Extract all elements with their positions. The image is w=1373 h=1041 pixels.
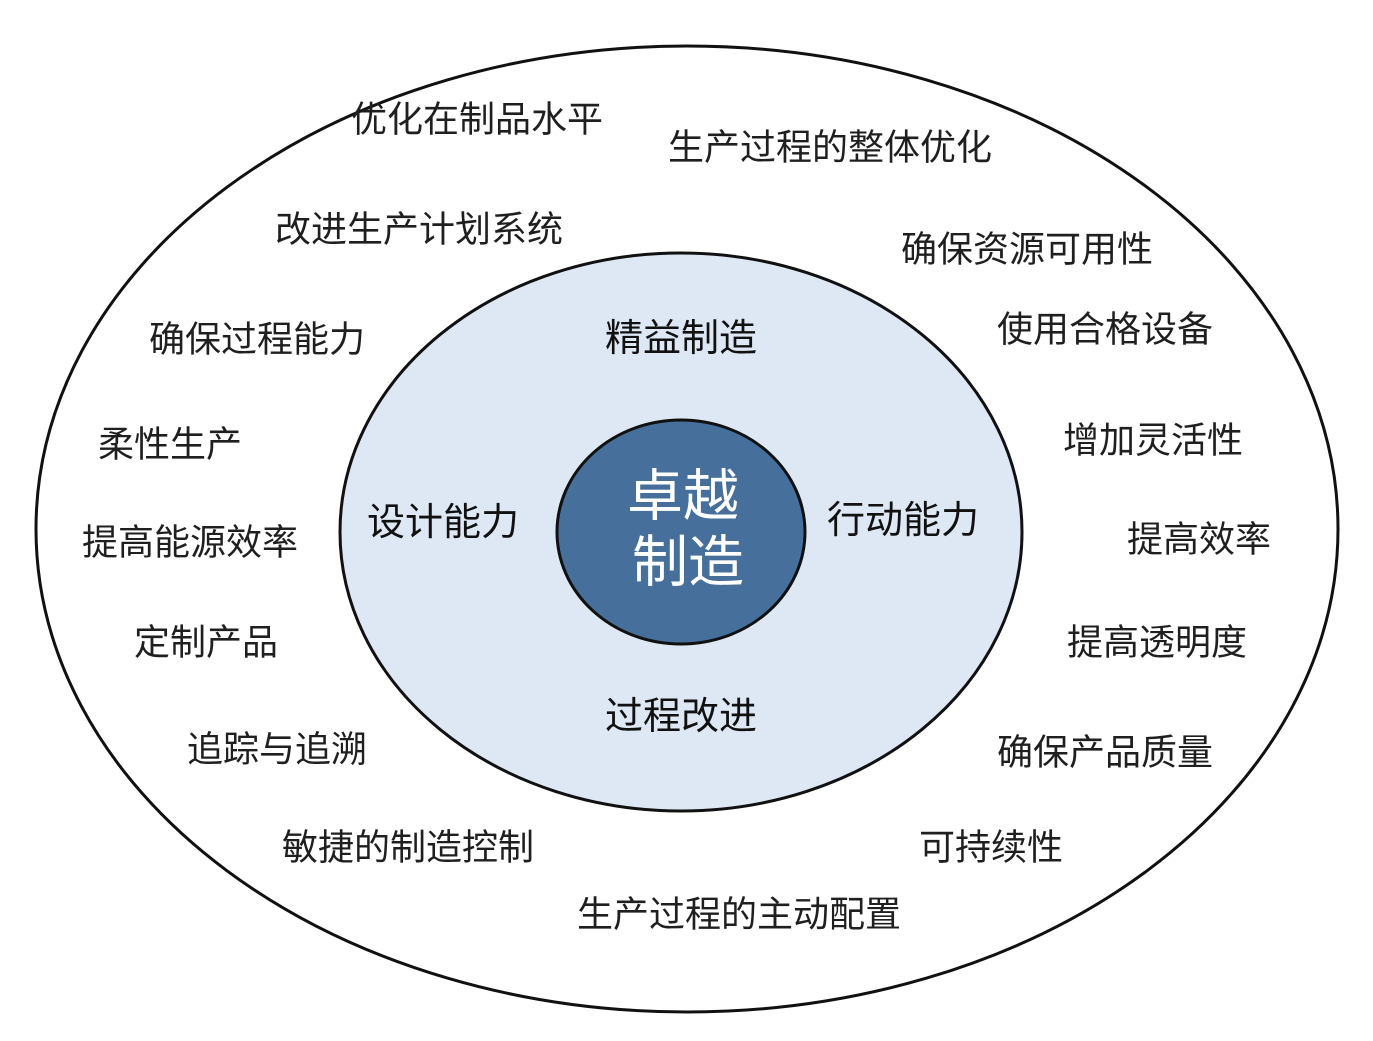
ring-label-left: 设计能力 — [367, 500, 519, 544]
outer-label: 柔性生产 — [98, 425, 242, 466]
outer-label: 优化在制品水平 — [351, 100, 603, 141]
outer-label: 使用合格设备 — [997, 310, 1213, 351]
outer-label: 可持续性 — [919, 828, 1063, 869]
ring-label-top: 精益制造 — [605, 316, 757, 360]
outer-label: 改进生产计划系统 — [275, 210, 563, 251]
outer-label: 确保过程能力 — [149, 320, 365, 361]
outer-label: 定制产品 — [134, 623, 278, 664]
outer-label: 生产过程的整体优化 — [668, 128, 992, 169]
core-label-line-2: 制造 — [632, 531, 744, 596]
outer-label: 提高透明度 — [1067, 623, 1247, 664]
ring-label-right: 行动能力 — [827, 498, 979, 542]
outer-label: 敏捷的制造控制 — [282, 828, 534, 869]
outer-label: 确保产品质量 — [997, 733, 1213, 774]
outer-label: 增加灵活性 — [1063, 421, 1243, 462]
outer-label: 追踪与追溯 — [187, 730, 367, 771]
outer-label: 提高能源效率 — [82, 523, 298, 564]
core-label-line-1: 卓越 — [627, 465, 739, 530]
ring-label-bottom: 过程改进 — [605, 694, 757, 738]
outer-label: 确保资源可用性 — [901, 230, 1153, 271]
outer-label: 生产过程的主动配置 — [577, 895, 901, 936]
outer-label: 提高效率 — [1127, 520, 1271, 561]
core-ellipse — [555, 418, 807, 646]
